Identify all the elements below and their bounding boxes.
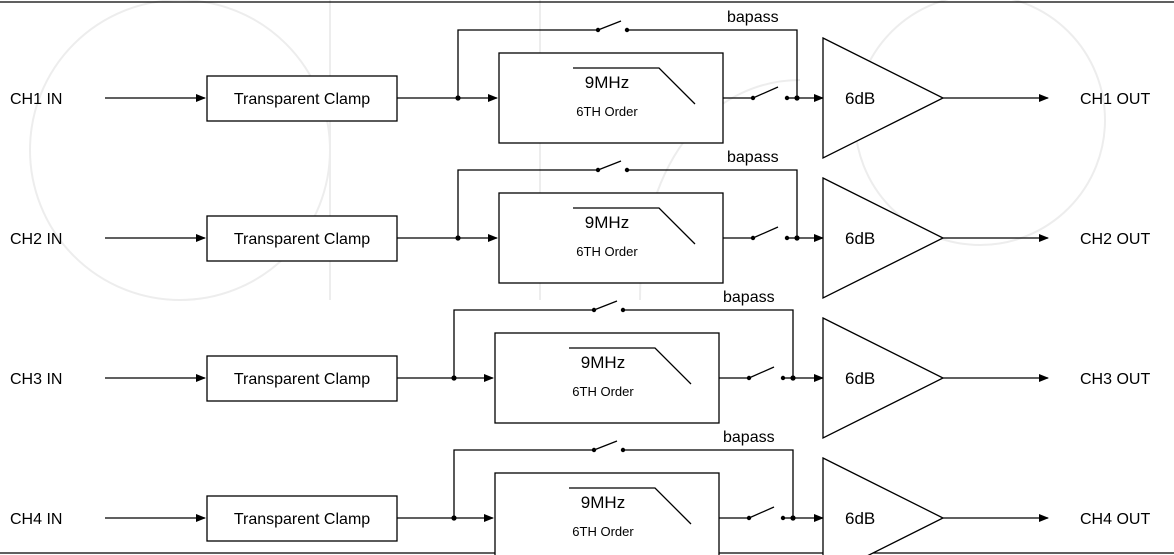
clamp-label: Transparent Clamp: [234, 371, 370, 388]
channel-4: CH4 IN Transparent Clamp 9MHz 6TH Order bapa…: [10, 429, 1150, 555]
channel-output-label: CH3 OUT: [1080, 371, 1150, 388]
lowpass-response-icon: [569, 347, 692, 385]
filter-frequency-label: 9MHz: [585, 73, 629, 92]
channel-input-label: CH3 IN: [10, 371, 62, 388]
channel-1: CH1 IN Transparent Clamp 9MHz 6TH Order bapa…: [10, 9, 1150, 160]
filter-frequency-label: 9MHz: [585, 213, 629, 232]
amplifier-icon: [822, 456, 945, 555]
switch-icon: [597, 20, 622, 31]
channel-input-label: CH2 IN: [10, 231, 62, 248]
bypass-wire: [623, 449, 794, 518]
filter-order-label: 6TH Order: [572, 384, 634, 399]
filter-order-label: 6TH Order: [576, 104, 638, 119]
amplifier-gain-label: 6dB: [845, 369, 875, 388]
filter-frequency-label: 9MHz: [581, 353, 625, 372]
channel-output-label: CH2 OUT: [1080, 231, 1150, 248]
amplifier-gain-label: 6dB: [845, 229, 875, 248]
lowpass-response-icon: [569, 487, 692, 525]
bypass-wire: [457, 29, 598, 98]
channel-input-label: CH4 IN: [10, 511, 62, 528]
bypass-wire: [453, 309, 594, 378]
bypass-wire: [627, 29, 798, 98]
channel-3: CH3 IN Transparent Clamp 9MHz 6TH Order bapa…: [10, 289, 1150, 440]
amplifier-icon: [822, 316, 945, 440]
clamp-block: [206, 215, 398, 262]
switch-icon: [748, 366, 775, 379]
channel-input-label: CH1 IN: [10, 91, 62, 108]
amplifier-icon: [822, 36, 945, 160]
clamp-label: Transparent Clamp: [234, 231, 370, 248]
bypass-wire: [627, 169, 798, 238]
bypass-wire: [623, 309, 794, 378]
channel-2: CH2 IN Transparent Clamp 9MHz 6TH Order bapa…: [10, 149, 1150, 300]
bypass-wire: [457, 169, 598, 238]
bypass-wire: [453, 449, 594, 518]
switch-icon: [593, 300, 618, 311]
clamp-block: [206, 495, 398, 542]
lowpass-response-icon: [573, 67, 696, 105]
bypass-label: bapass: [727, 9, 779, 26]
clamp-label: Transparent Clamp: [234, 91, 370, 108]
amplifier-gain-label: 6dB: [845, 509, 875, 528]
switch-icon: [752, 86, 779, 99]
filter-block: [494, 472, 720, 555]
filter-order-label: 6TH Order: [572, 524, 634, 539]
clamp-block: [206, 75, 398, 122]
channel-output-label: CH4 OUT: [1080, 511, 1150, 528]
switch-icon: [752, 226, 779, 239]
amplifier-gain-label: 6dB: [845, 89, 875, 108]
bypass-label: bapass: [727, 149, 779, 166]
switch-icon: [597, 160, 622, 171]
amplifier-icon: [822, 176, 945, 300]
switch-icon: [748, 506, 775, 519]
bypass-label: bapass: [723, 429, 775, 446]
switch-icon: [593, 440, 618, 451]
filter-order-label: 6TH Order: [576, 244, 638, 259]
clamp-label: Transparent Clamp: [234, 511, 370, 528]
lowpass-response-icon: [573, 207, 696, 245]
filter-frequency-label: 9MHz: [581, 493, 625, 512]
bypass-label: bapass: [723, 289, 775, 306]
channel-output-label: CH1 OUT: [1080, 91, 1150, 108]
